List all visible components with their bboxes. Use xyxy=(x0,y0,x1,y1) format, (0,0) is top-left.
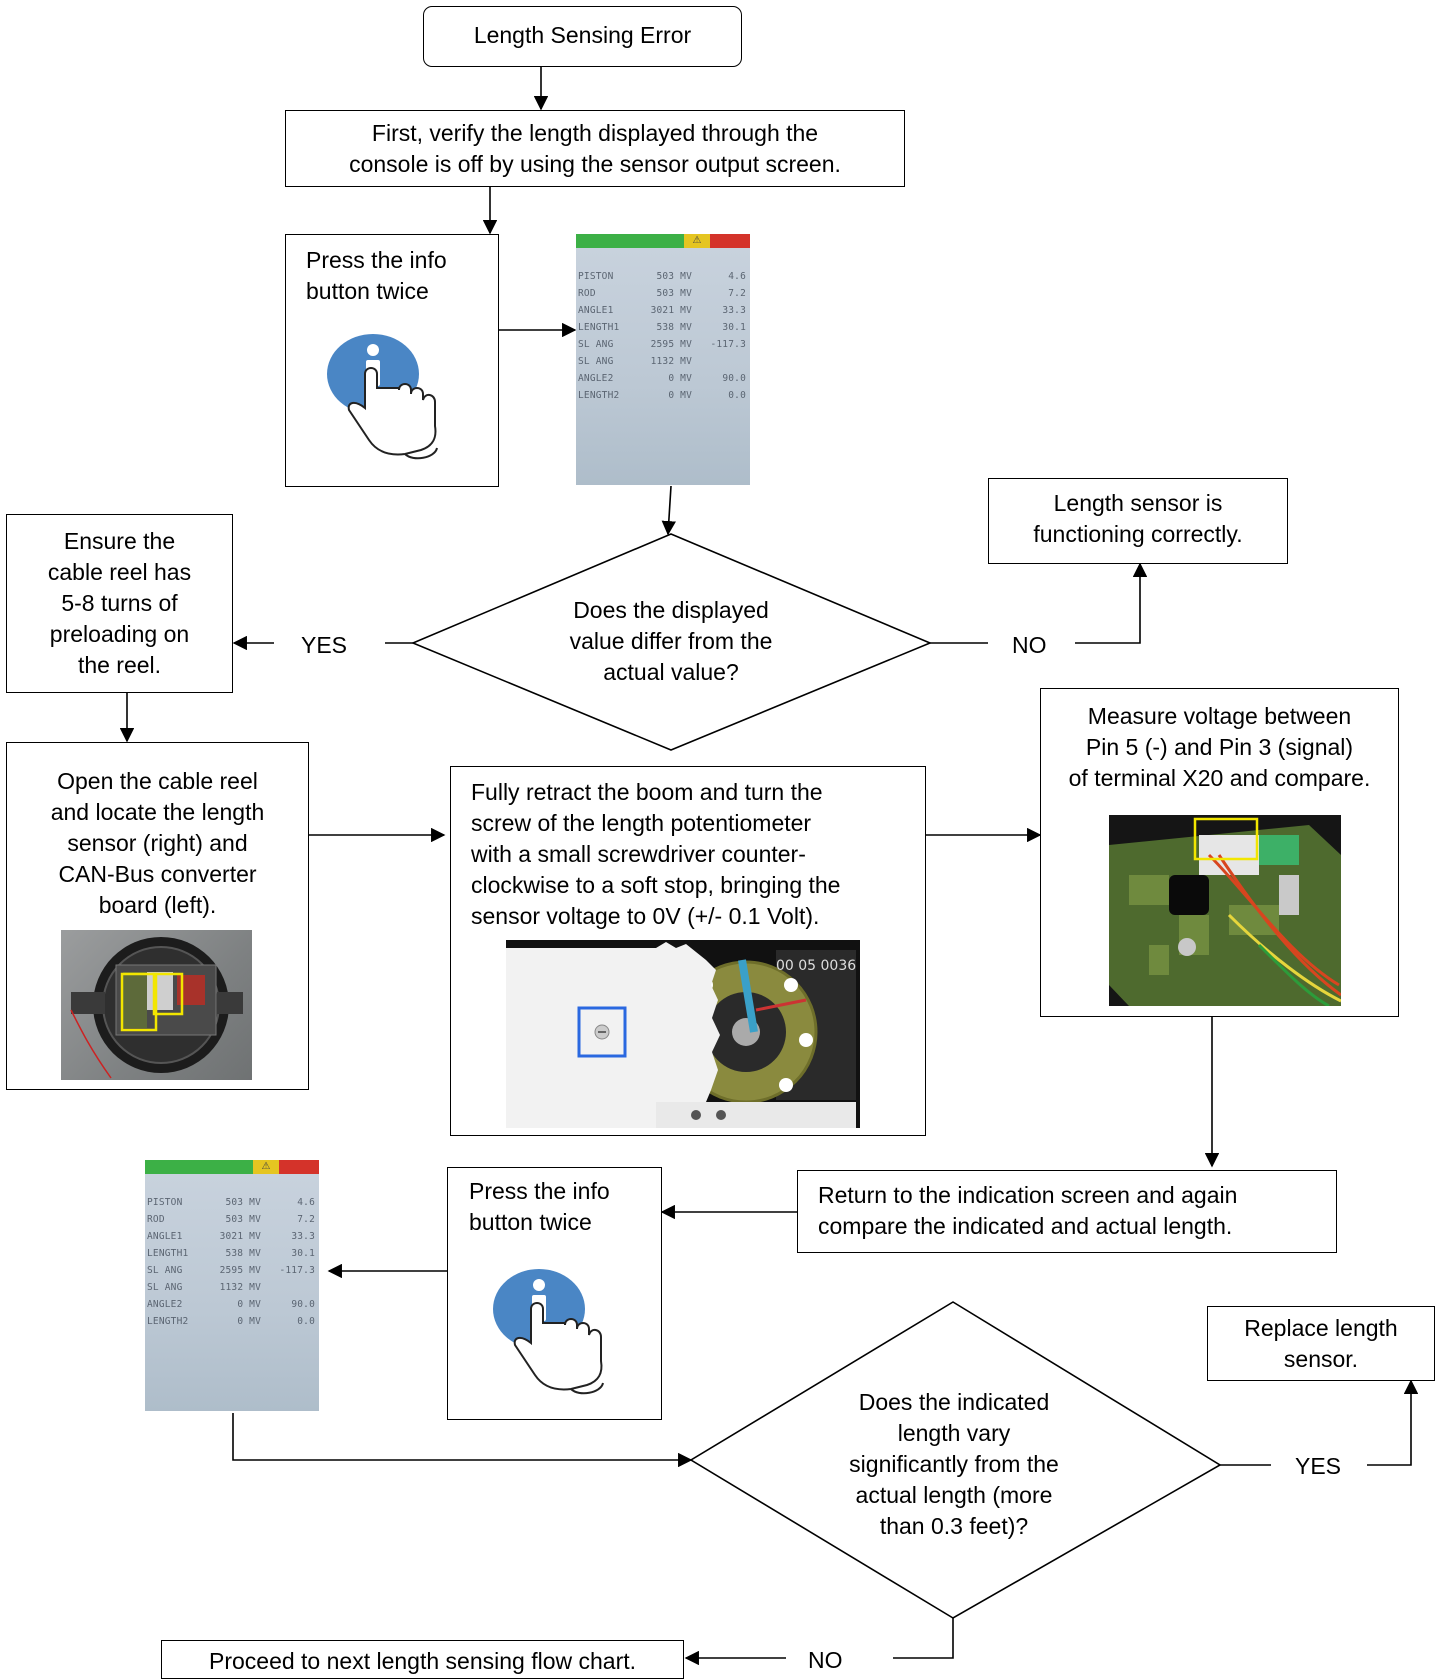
decision-2-yes: YES xyxy=(1295,1453,1342,1479)
gear-label: 00 05 0036 xyxy=(776,958,856,974)
result-replace-box xyxy=(1207,1306,1435,1381)
warning-icon: ⚠ xyxy=(253,1160,279,1174)
decision-2-label: Does the indicated length vary significa… xyxy=(849,1389,1059,1539)
result-next-box xyxy=(161,1640,684,1679)
terminal-photo xyxy=(1109,815,1341,1006)
start-label: Length Sensing Error xyxy=(473,22,692,48)
potentiometer-photo: 00 05 0036 xyxy=(506,940,860,1128)
return-label: Return to the indication screen and agai… xyxy=(818,1182,1238,1239)
result-next-label: Proceed to next length sensing flow char… xyxy=(208,1648,637,1674)
retract-label: Fully retract the boom and turn the scre… xyxy=(471,779,841,929)
decision-2-no: NO xyxy=(808,1647,843,1673)
decision-1-label: Does the displayed value differ from the… xyxy=(569,597,773,685)
measure-label: Measure voltage between Pin 5 (-) and Pi… xyxy=(1068,703,1371,791)
press-info-label-1: Press the info button twice xyxy=(306,247,447,304)
info-hand-icon xyxy=(327,334,438,460)
result-ok-label: Length sensor is functioning correctly. xyxy=(1033,490,1243,547)
warning-icon: ⚠ xyxy=(684,234,710,248)
decision-1-yes: YES xyxy=(301,632,348,658)
press-info-label-2: Press the info button twice xyxy=(469,1178,610,1235)
start-box xyxy=(423,6,742,67)
open-reel-label: Open the cable reel and locate the lengt… xyxy=(50,768,265,918)
preload-box xyxy=(6,514,233,693)
return-box xyxy=(797,1170,1337,1253)
decision-2-shape xyxy=(689,1301,1222,1619)
decision-1-no: NO xyxy=(1012,632,1047,658)
result-ok-box xyxy=(988,478,1288,564)
verify-label: First, verify the length displayed throu… xyxy=(349,120,841,177)
preload-label: Ensure the cable reel has 5-8 turns of p… xyxy=(47,528,192,678)
verify-box xyxy=(285,110,905,187)
info-hand-icon xyxy=(493,1269,604,1395)
cable-reel-photo xyxy=(61,930,252,1080)
decision-1-shape xyxy=(410,533,933,751)
result-replace-label: Replace length sensor. xyxy=(1244,1315,1398,1372)
